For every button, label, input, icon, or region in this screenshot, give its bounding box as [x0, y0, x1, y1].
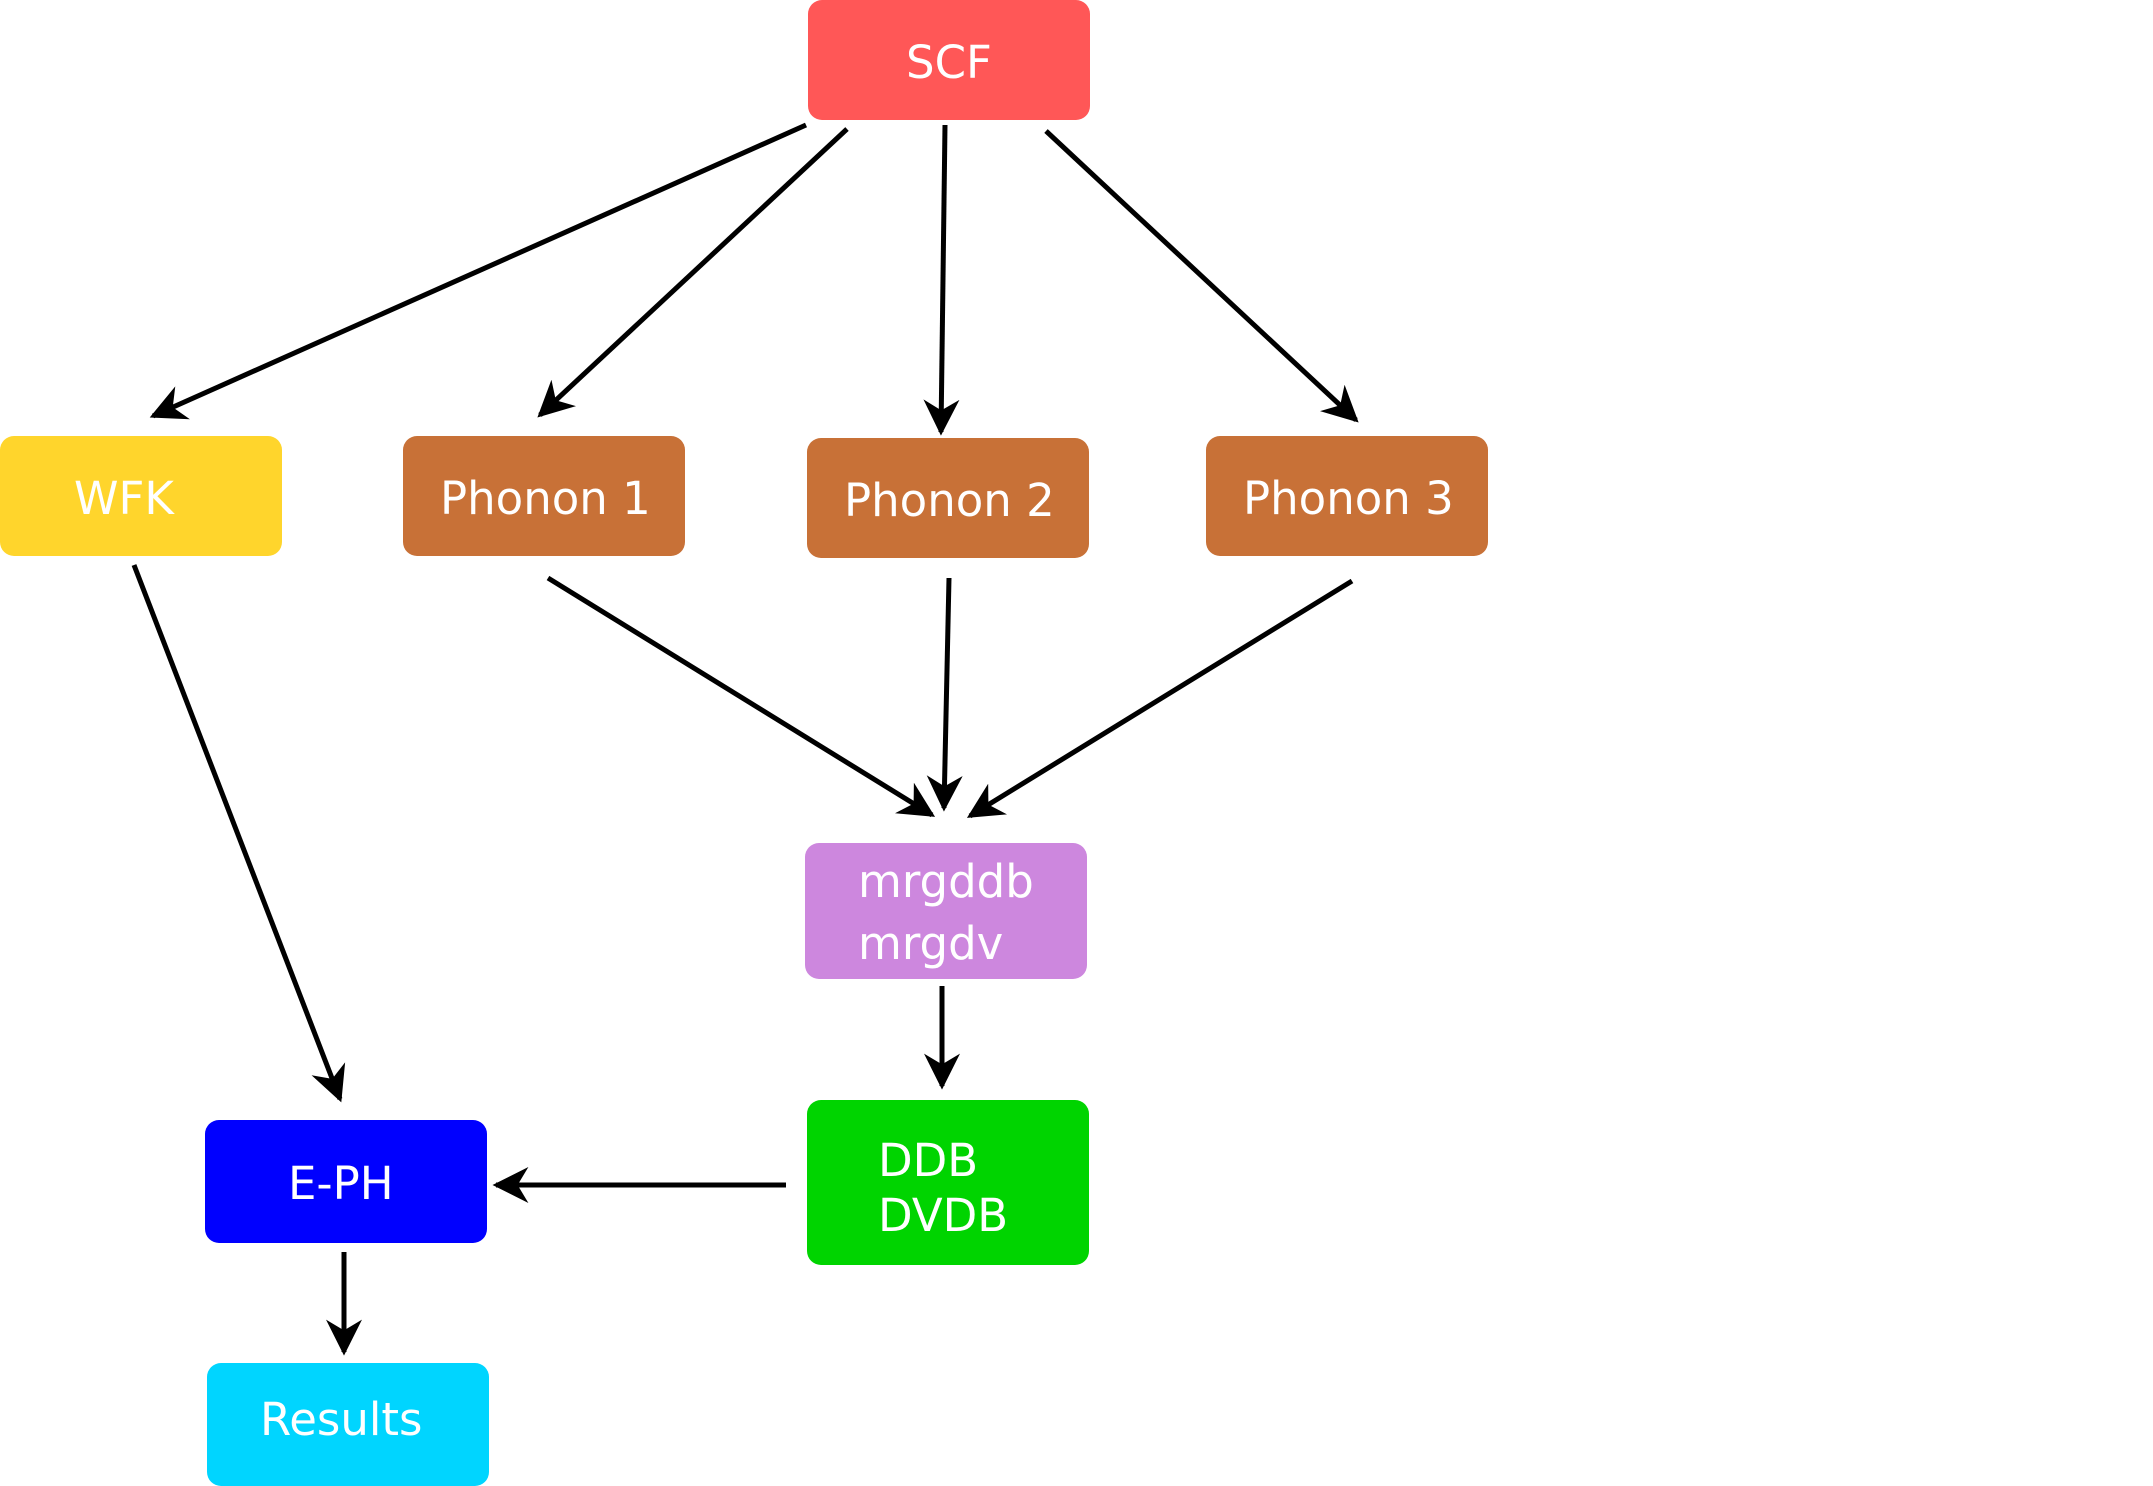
phonon-2-label: Phonon 2	[844, 474, 1055, 527]
e-ph-node: E-PH	[205, 1120, 487, 1243]
phonon-3-node: Phonon 3	[1206, 436, 1488, 556]
merge-label-line-1: mrgddb	[858, 855, 1034, 908]
edge-scf-to-phonon-1	[537, 127, 849, 418]
results-node: Results	[207, 1363, 489, 1486]
wfk-label: WFK	[74, 472, 174, 525]
scf-node: SCF	[808, 0, 1090, 120]
ddb-label-line-2: DVDB	[878, 1189, 1009, 1242]
phonon-2-node: Phonon 2	[807, 438, 1089, 558]
phonon-1-node: Phonon 1	[403, 436, 685, 556]
ddb-node: DDB DVDB	[807, 1100, 1089, 1265]
e-ph-label: E-PH	[288, 1157, 394, 1210]
edge-phonon-1-to-mrgddb	[546, 575, 936, 818]
edge-phonon-2-to-mrgddb	[926, 577, 963, 812]
merge-node: mrgddb mrgdv	[805, 843, 1087, 979]
edge-wfk-to-e-ph	[131, 564, 346, 1103]
ddb-label-line-1: DDB	[878, 1134, 979, 1187]
results-label: Results	[260, 1393, 423, 1446]
edge-phonon-3-to-mrgddb	[966, 578, 1354, 819]
edge-lines	[131, 122, 1359, 1356]
scf-label: SCF	[906, 36, 992, 89]
wfk-node: WFK	[0, 436, 282, 556]
phonon-3-label: Phonon 3	[1243, 472, 1454, 525]
edge-scf-to-phonon-3	[1044, 129, 1359, 423]
merge-label-line-2: mrgdv	[858, 917, 1004, 970]
edge-scf-to-wfk	[149, 122, 808, 420]
edge-scf-to-phonon-2	[923, 124, 960, 436]
phonon-1-label: Phonon 1	[440, 472, 651, 525]
